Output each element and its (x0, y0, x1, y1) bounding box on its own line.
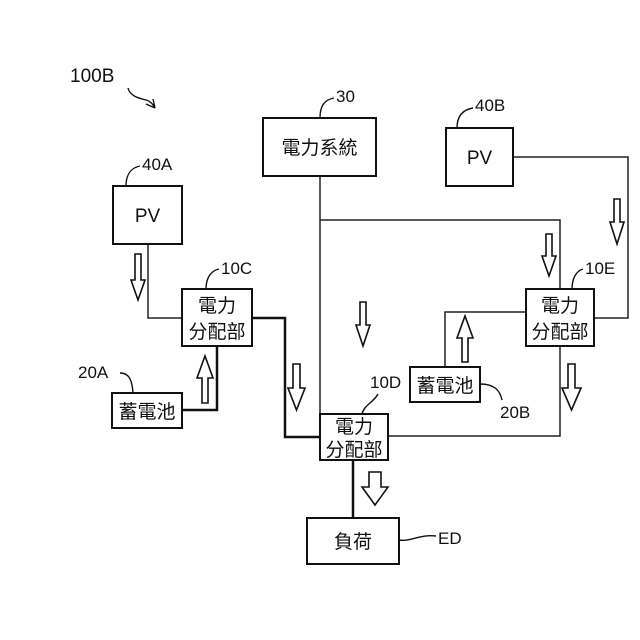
dist-c-ref: 10C (221, 259, 252, 278)
pv-b-node: PV 40B (446, 96, 513, 186)
battery-a-label: 蓄電池 (118, 401, 175, 423)
battery-a-ref: 20A (78, 363, 109, 382)
distribution-unit-10e: 電力 分配部 10E (526, 259, 615, 346)
load-node: 負荷 ED (307, 518, 462, 564)
dist-e-label-line2: 分配部 (531, 321, 588, 343)
dist-c-label-line1: 電力 (198, 295, 236, 317)
distribution-unit-10d: 電力 分配部 10D (320, 373, 401, 461)
battery-a-node: 蓄電池 20A (78, 363, 182, 428)
arrow-down-icon (562, 364, 581, 410)
load-ref: ED (438, 529, 462, 548)
dist-d-label-line1: 電力 (335, 416, 373, 438)
arrow-up-icon (457, 316, 473, 362)
arrow-down-icon (542, 234, 556, 276)
dist-c-label-line2: 分配部 (188, 321, 245, 343)
dist-e-label-line1: 電力 (541, 295, 579, 317)
battery-b-label: 蓄電池 (416, 375, 473, 397)
arrow-down-icon (362, 472, 388, 505)
arrow-down-icon (356, 302, 370, 346)
pv-b-label: PV (467, 148, 493, 169)
pv-a-node: PV 40A (113, 155, 182, 244)
grid-ref: 30 (336, 87, 355, 106)
wire-pv-a-to-10c (148, 244, 182, 318)
wire-battery-b-to-10e (445, 312, 526, 367)
distribution-unit-10c: 電力 分配部 10C (182, 259, 252, 346)
wire-10c-to-10d (252, 318, 320, 437)
dist-e-ref: 10E (585, 259, 615, 278)
dist-d-label-line2: 分配部 (325, 439, 382, 461)
figure-label-arrow-icon (128, 88, 155, 108)
load-label: 負荷 (334, 531, 372, 553)
arrow-down-icon (131, 254, 145, 300)
arrow-up-icon (197, 356, 213, 403)
arrow-down-icon (610, 199, 624, 244)
wire-grid-to-10e (320, 220, 560, 289)
pv-b-ref: 40B (475, 96, 505, 115)
pv-a-ref: 40A (142, 155, 173, 174)
grid-label: 電力系統 (281, 137, 357, 159)
battery-b-node: 蓄電池 20B (410, 367, 530, 422)
figure-label: 100B (70, 66, 114, 87)
pv-a-label: PV (135, 206, 161, 227)
battery-b-ref: 20B (500, 403, 530, 422)
grid-node: 電力系統 30 (263, 87, 376, 176)
arrow-down-icon (288, 364, 305, 410)
dist-d-ref: 10D (370, 373, 401, 392)
